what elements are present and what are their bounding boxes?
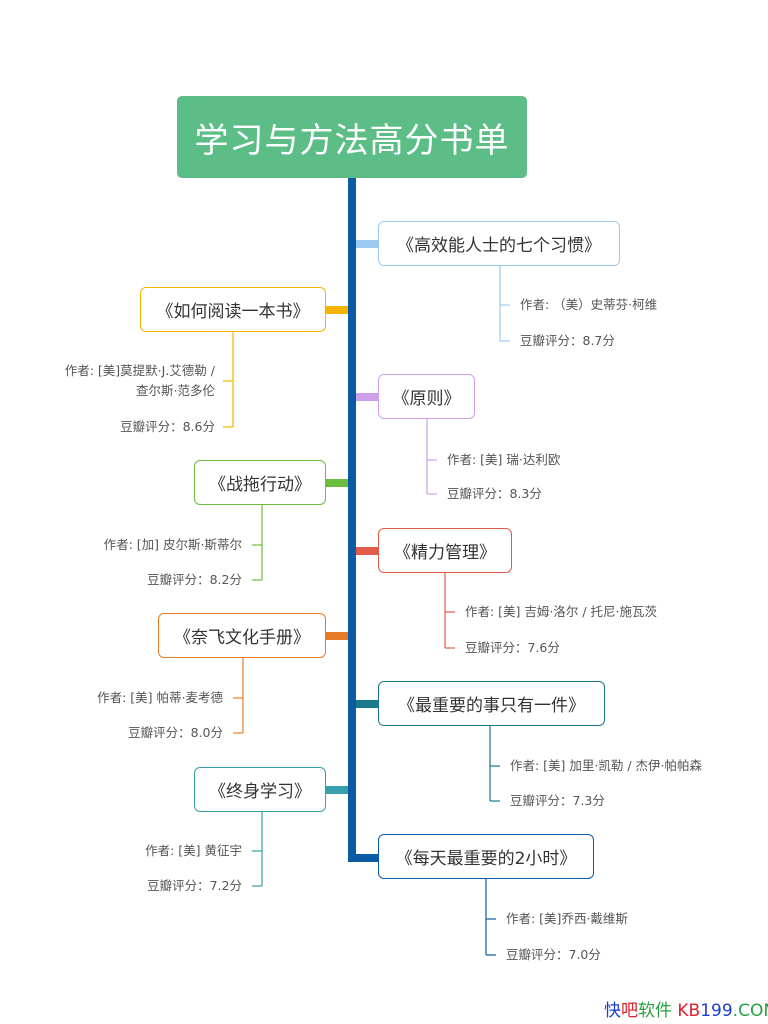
book-author: 作者: [美]乔西·戴维斯 [506,911,628,926]
book-rating: 豆瓣评分：7.2分 [147,878,242,893]
book-rating: 豆瓣评分：8.6分 [120,419,215,434]
book-node[interactable]: 《精力管理》 [378,528,512,573]
book-author: 作者: [美] 黄征宇 [145,843,242,858]
book-author: 作者: [美] 加里·凯勒 / 杰伊·帕帕森 [510,758,703,773]
watermark-part: 199 [700,1001,733,1021]
book-author: 作者: [美] 吉姆·洛尔 / 托尼·施瓦茨 [465,604,658,619]
book-rating: 豆瓣评分：7.0分 [506,947,601,962]
book-node[interactable]: 《最重要的事只有一件》 [378,681,605,726]
book-rating: 豆瓣评分：8.2分 [147,572,242,587]
book-node[interactable]: 《每天最重要的2小时》 [378,834,594,879]
book-node[interactable]: 《奈飞文化手册》 [158,613,326,658]
book-rating: 豆瓣评分：8.7分 [520,333,615,348]
book-rating: 豆瓣评分：8.0分 [128,725,223,740]
book-author: 查尔斯·范多伦 [136,383,215,398]
book-node[interactable]: 《如何阅读一本书》 [140,287,326,332]
watermark-part: 吧 [621,1001,638,1021]
watermark-part: .COM [732,1001,768,1021]
book-author: 作者: [美] 瑞·达利欧 [447,452,561,467]
book-node[interactable]: 《终身学习》 [194,767,326,812]
book-rating: 豆瓣评分：7.3分 [510,793,605,808]
book-rating: 豆瓣评分：8.3分 [447,486,542,501]
book-author: 作者: [美] 帕蒂·麦考德 [97,690,223,705]
book-author: 作者: [加] 皮尔斯·斯蒂尔 [103,537,242,552]
book-node[interactable]: 《高效能人士的七个习惯》 [378,221,620,266]
watermark-part: 快 [604,1001,621,1021]
watermark-part: 软件 [638,1001,672,1021]
book-author: 作者: [美]莫提默·J.艾德勒 / [64,363,215,378]
central-topic: 学习与方法高分书单 [177,96,527,178]
watermark-part: KB [672,1001,701,1021]
watermark: 快吧软件 KB199.COM [604,996,768,1021]
book-node[interactable]: 《战拖行动》 [194,460,326,505]
book-rating: 豆瓣评分：7.6分 [465,640,560,655]
book-author: 作者: （美）史蒂芬·柯维 [520,297,658,312]
book-node[interactable]: 《原则》 [378,374,475,419]
